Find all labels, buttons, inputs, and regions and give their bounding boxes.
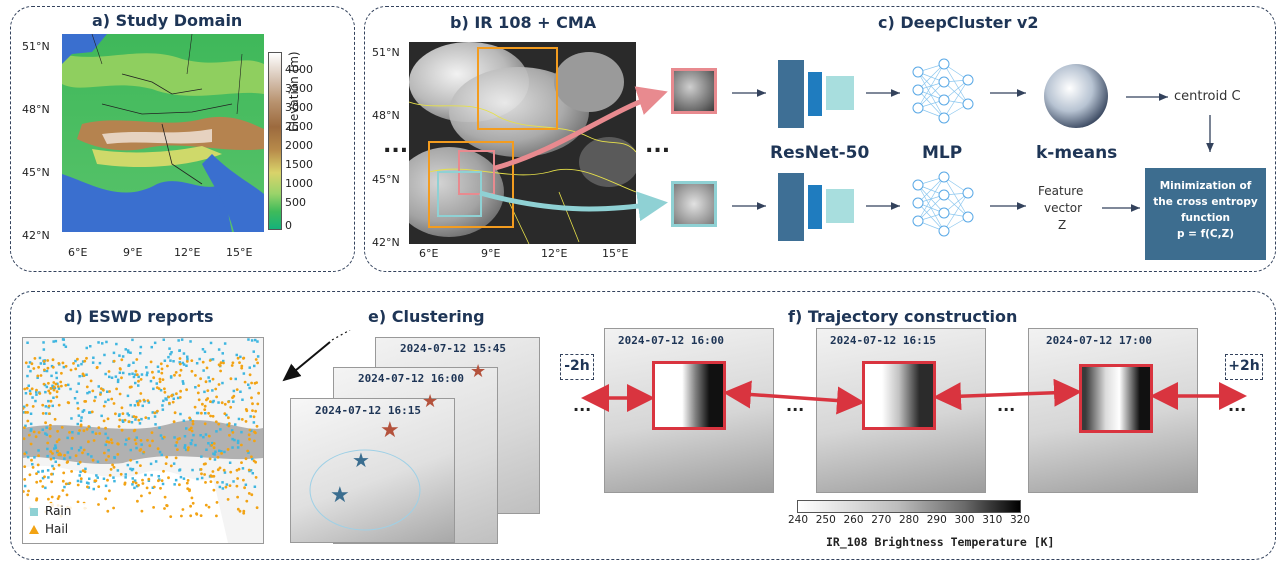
f-ellipsis-mid1: ... <box>786 396 805 415</box>
panel-a-frame <box>10 6 355 272</box>
trajectory-ts-1600: 2024-07-12 16:00 <box>618 334 724 347</box>
b-ellipsis-right: ... <box>645 133 671 158</box>
eswd-reports-map <box>22 337 264 544</box>
panel-a-title: a) Study Domain <box>92 11 243 30</box>
a-cbar-tick-0: 0 <box>285 219 292 232</box>
storm-box-1600 <box>652 361 726 430</box>
feature-label-line1: Feature <box>1038 184 1084 198</box>
panel-bc-frame <box>364 6 1276 272</box>
loss-line2: the cross entropy <box>1153 196 1258 208</box>
a-cbar-tick-1500: 1500 <box>285 158 313 171</box>
a-lon-tick-15: 15°E <box>226 246 253 259</box>
brightness-tick-280: 280 <box>899 514 920 526</box>
brightness-tick-320: 320 <box>1010 514 1031 526</box>
a-lat-tick-45: 45°N <box>22 166 50 179</box>
brightness-tick-260: 260 <box>843 514 864 526</box>
cluster-frame-1615 <box>290 398 455 543</box>
brightness-tick-270: 270 <box>871 514 892 526</box>
minus-2h-label: -2h <box>564 358 590 374</box>
legend-hail-label: Hail <box>45 522 69 536</box>
b-lat-tick-42: 42°N <box>372 236 400 249</box>
plus-2h-badge: +2h <box>1225 354 1263 380</box>
a-lat-tick-42: 42°N <box>22 229 50 242</box>
panel-c-title: c) DeepCluster v2 <box>878 13 1039 32</box>
crop-thumbnail-cyan <box>671 181 717 227</box>
feature-label-line2: vector <box>1044 201 1083 215</box>
crop-box-orange-small <box>428 141 514 228</box>
f-ellipsis-right: ... <box>1228 396 1247 415</box>
a-cbar-tick-3000: 3000 <box>285 101 313 114</box>
elevation-map <box>62 34 264 232</box>
brightness-tick-250: 250 <box>815 514 836 526</box>
b-lat-tick-51: 51°N <box>372 46 400 59</box>
loss-line4: p = f(C,Z) <box>1176 228 1235 240</box>
crop-box-orange-large <box>477 47 558 130</box>
b-lon-tick-15: 15°E <box>602 247 629 260</box>
a-cbar-label: Elevation (m) <box>287 51 301 132</box>
panel-d-title: d) ESWD reports <box>64 307 214 326</box>
loss-line1: Minimization of <box>1159 180 1252 192</box>
storm-box-1700 <box>1079 364 1153 433</box>
minus-2h-badge: -2h <box>560 354 594 380</box>
brightness-tick-310: 310 <box>982 514 1003 526</box>
trajectory-ts-1615: 2024-07-12 16:15 <box>830 334 936 347</box>
b-lat-tick-48: 48°N <box>372 109 400 122</box>
a-cbar-tick-500: 500 <box>285 196 306 209</box>
elevation-colorbar <box>268 52 282 230</box>
panel-e-title: e) Clustering <box>368 307 485 326</box>
centroid-label: centroid C <box>1174 89 1241 104</box>
legend-rain-marker <box>30 508 38 516</box>
brightness-tick-290: 290 <box>926 514 947 526</box>
a-cbar-tick-4000: 4000 <box>285 63 313 76</box>
loss-line3: function <box>1180 212 1231 224</box>
mlp-label: MLP <box>922 143 963 163</box>
a-lon-tick-12: 12°E <box>174 246 201 259</box>
b-lat-tick-45: 45°N <box>372 173 400 186</box>
a-lat-tick-51: 51°N <box>22 40 50 53</box>
a-lon-tick-9: 9°E <box>123 246 143 259</box>
a-cbar-tick-2000: 2000 <box>285 139 313 152</box>
resnet-label: ResNet-50 <box>770 143 870 163</box>
brightness-colorbar-ticks: 240 250 260 270 280 290 300 310 320 <box>788 514 1030 528</box>
crop-box-cyan <box>437 171 482 217</box>
b-ellipsis-left: ... <box>383 133 409 158</box>
loss-box: Minimization of the cross entropy functi… <box>1145 168 1266 260</box>
panel-b-title: b) IR 108 + CMA <box>450 13 597 32</box>
trajectory-ts-1700: 2024-07-12 17:00 <box>1046 334 1152 347</box>
b-lon-tick-9: 9°E <box>481 247 501 260</box>
plus-2h-label: +2h <box>1228 358 1260 374</box>
a-cbar-tick-1000: 1000 <box>285 177 313 190</box>
panel-f-title: f) Trajectory construction <box>788 307 1018 326</box>
cluster-ts-1615: 2024-07-12 16:15 <box>315 404 421 417</box>
legend-rain-label: Rain <box>45 504 72 518</box>
crop-thumbnail-pink <box>671 68 717 114</box>
legend-hail-marker <box>29 525 39 534</box>
a-cbar-tick-3500: 3500 <box>285 82 313 95</box>
f-ellipsis-mid2: ... <box>997 396 1016 415</box>
b-lon-tick-12: 12°E <box>541 247 568 260</box>
a-lat-tick-48: 48°N <box>22 103 50 116</box>
brightness-tick-240: 240 <box>788 514 809 526</box>
brightness-colorbar <box>797 500 1021 513</box>
kmeans-label: k-means <box>1036 143 1118 163</box>
b-lon-tick-6: 6°E <box>419 247 439 260</box>
a-lon-tick-6: 6°E <box>68 246 88 259</box>
storm-box-1615 <box>862 361 936 430</box>
feature-label-line3: Z <box>1058 218 1067 232</box>
cluster-ts-1545: 2024-07-12 15:45 <box>400 342 506 355</box>
f-ellipsis-left: ... <box>573 396 592 415</box>
cluster-ts-1600: 2024-07-12 16:00 <box>358 372 464 385</box>
brightness-tick-300: 300 <box>954 514 975 526</box>
panel-def-frame <box>10 291 1276 560</box>
a-cbar-tick-2500: 2500 <box>285 120 313 133</box>
brightness-colorbar-label: IR_108 Brightness Temperature [K] <box>826 535 1055 549</box>
